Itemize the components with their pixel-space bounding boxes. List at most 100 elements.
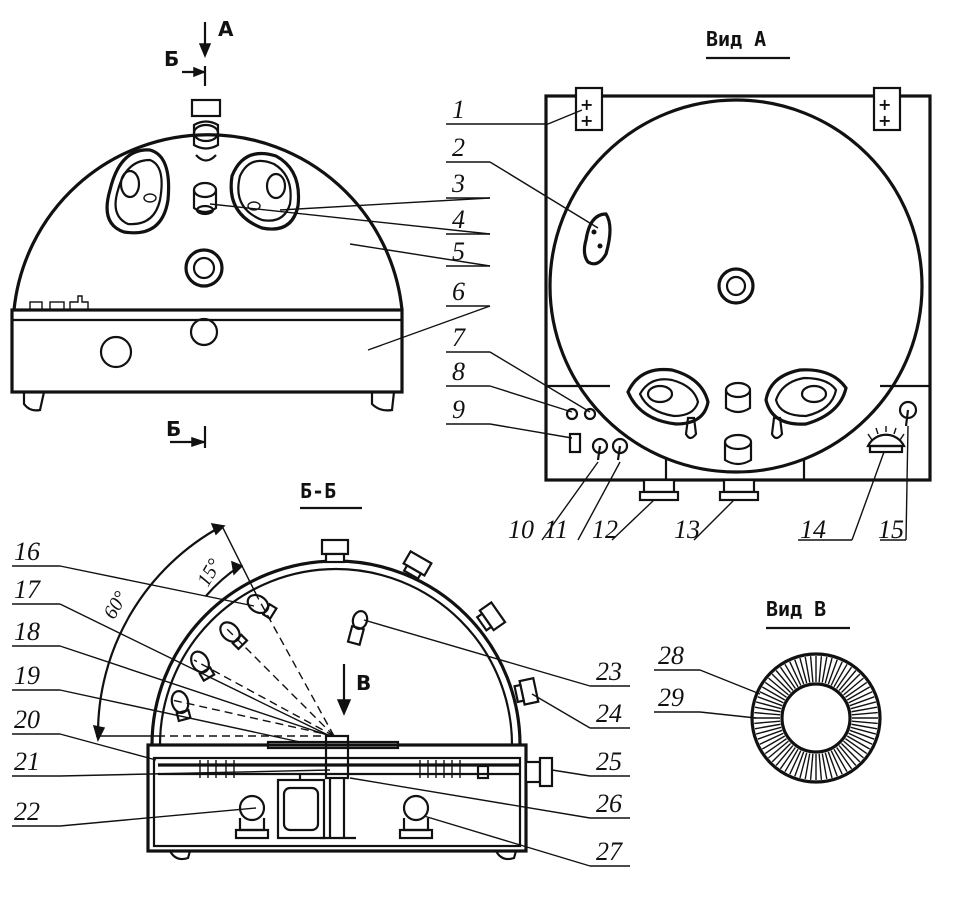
callout-28: 28 [658, 641, 684, 670]
bristle-line [818, 753, 823, 780]
svg-text:+: + [580, 95, 593, 114]
callout-24: 24 [596, 699, 622, 728]
bristle-line [851, 720, 878, 725]
arrow-v-label: В [356, 671, 371, 695]
callout-14: 14 [800, 515, 826, 544]
bristle-line [754, 720, 781, 725]
bristle-line [799, 657, 808, 684]
angle-15-label: 15° [193, 555, 226, 590]
bristle-line [771, 742, 792, 763]
bristle-line [757, 696, 783, 707]
arrow-a-label: А [218, 17, 234, 41]
bristle-line [827, 751, 838, 777]
bristle-line [850, 701, 877, 710]
bristle-line [833, 748, 848, 773]
bristle-line [845, 681, 868, 698]
bristle-line [830, 750, 843, 775]
front-view: А Б Б [10, 17, 404, 448]
bristle-line [849, 696, 875, 707]
bristle-line [764, 681, 787, 698]
callout-7: 7 [452, 323, 466, 352]
bristle-line [809, 656, 814, 683]
bristle-line [775, 670, 794, 691]
bristle-line [784, 663, 799, 688]
callout-4: 4 [452, 205, 465, 234]
callout-25: 25 [596, 747, 622, 776]
bristle-line [821, 656, 828, 683]
bristle-line [824, 657, 833, 684]
bristle-line [754, 723, 781, 730]
svg-text:+: + [878, 111, 891, 130]
view-v-title: Вид В [766, 597, 826, 621]
callout-9: 9 [452, 395, 465, 424]
bristle-line [775, 745, 794, 766]
callout-11: 11 [544, 515, 568, 544]
bristle-line [843, 740, 864, 759]
bristle-line [836, 666, 853, 689]
bristle-line [818, 656, 823, 683]
bristle-line [830, 661, 843, 686]
bristle-line [843, 677, 864, 696]
bristle-line [846, 686, 871, 701]
bristle-line [779, 747, 796, 770]
callout-26: 26 [596, 789, 622, 818]
callout-18: 18 [14, 617, 40, 646]
callout-19: 19 [14, 661, 40, 690]
section-bb: Б-Б [92, 479, 554, 861]
callout-1: 1 [452, 95, 465, 124]
callout-16: 16 [14, 537, 40, 566]
view-a: Вид А + + + + [544, 27, 932, 502]
callout-23: 23 [596, 657, 622, 686]
bristle-line [779, 666, 796, 689]
bristle-line [755, 701, 782, 710]
bristle-line [824, 752, 833, 779]
bristle-line [804, 656, 811, 683]
bristle-line [840, 742, 861, 763]
bristle-line [848, 691, 873, 704]
bristle-line [850, 726, 877, 735]
bristle-line [838, 745, 857, 766]
view-v: Вид В [750, 597, 882, 784]
bristle-line [768, 740, 789, 759]
bristle-line [761, 735, 786, 750]
callout-numbers: 1 2 3 4 5 6 7 8 9 10 11 12 13 14 15 16 1… [14, 95, 904, 866]
callout-15: 15 [878, 515, 904, 544]
bristle-line [836, 747, 853, 770]
bristle-line [851, 723, 878, 730]
bristle-line [851, 711, 878, 716]
callout-27: 27 [596, 837, 623, 866]
callout-20: 20 [14, 705, 40, 734]
bristle-line [845, 738, 868, 755]
callout-17: 17 [14, 575, 41, 604]
callout-12: 12 [592, 515, 618, 544]
bristle-line [755, 726, 782, 735]
bristle-line [768, 677, 789, 696]
bristle-line [784, 748, 799, 773]
callout-3: 3 [451, 169, 465, 198]
bristle-line [833, 663, 848, 688]
bristle-line [759, 691, 784, 704]
bristle-line [794, 659, 805, 685]
callout-8: 8 [452, 357, 465, 386]
callout-13: 13 [674, 515, 700, 544]
arrow-b-top-label: Б [164, 47, 179, 71]
bristle-line [757, 729, 783, 740]
callout-2: 2 [452, 133, 465, 162]
bristle-line [789, 750, 802, 775]
callout-5: 5 [452, 237, 465, 266]
bristle-line [809, 753, 814, 780]
bristle-line [849, 729, 875, 740]
callout-21: 21 [14, 747, 40, 776]
bristle-line [794, 751, 805, 777]
bristle-line [754, 711, 781, 716]
callout-10: 10 [508, 515, 534, 544]
bristle-line [799, 752, 808, 779]
bristle-line [851, 706, 878, 713]
callout-29: 29 [658, 683, 684, 712]
view-a-title: Вид А [706, 27, 766, 51]
svg-text:+: + [580, 111, 593, 130]
callout-6: 6 [452, 277, 465, 306]
bristle-line [754, 706, 781, 713]
bristle-line [821, 753, 828, 780]
